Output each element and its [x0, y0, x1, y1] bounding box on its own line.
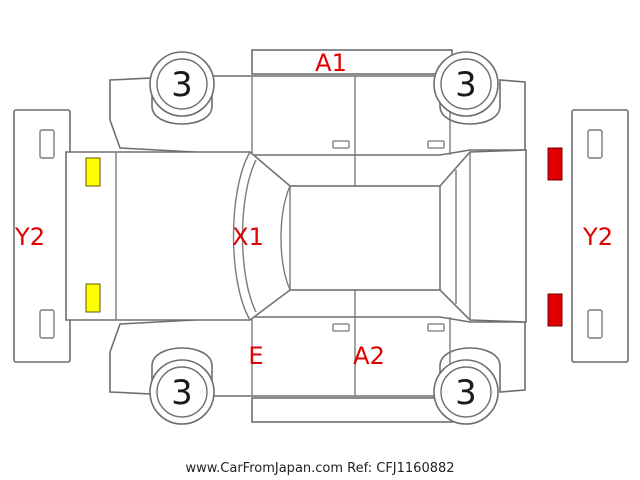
taillight-top — [547, 147, 563, 181]
wheel-front-right: 3 — [433, 51, 499, 117]
headlight-bottom — [85, 283, 101, 313]
wheel-rear-left: 3 — [149, 359, 215, 425]
wheel-rear-left-score: 3 — [171, 373, 193, 413]
side-panel-bottom — [109, 290, 526, 397]
damage-code-front-bumper: Y2 — [14, 223, 45, 251]
headlight-top — [85, 157, 101, 187]
wheel-front-left-score: 3 — [171, 65, 193, 105]
roof-edge-bottom — [251, 397, 453, 423]
rear-window — [439, 150, 471, 322]
wheel-front-left: 3 — [149, 51, 215, 117]
damage-code-bottom-front: E — [248, 342, 263, 370]
damage-code-windshield: X1 — [232, 223, 264, 251]
car-body-top-view — [65, 149, 527, 323]
wheel-front-right-score: 3 — [455, 65, 477, 105]
wheel-rear-right-score: 3 — [455, 373, 477, 413]
rear-bumper — [571, 109, 629, 363]
windshield — [232, 150, 291, 322]
wheel-rear-right: 3 — [433, 359, 499, 425]
damage-code-bottom-door: A2 — [353, 342, 385, 370]
roof-edge-top — [251, 49, 453, 75]
damage-code-top-doors: A1 — [315, 49, 347, 77]
taillight-bottom — [547, 293, 563, 327]
damage-code-rear-bumper: Y2 — [582, 223, 613, 251]
source-reference: www.CarFromJapan.com Ref: CFJ1160882 — [185, 461, 454, 476]
